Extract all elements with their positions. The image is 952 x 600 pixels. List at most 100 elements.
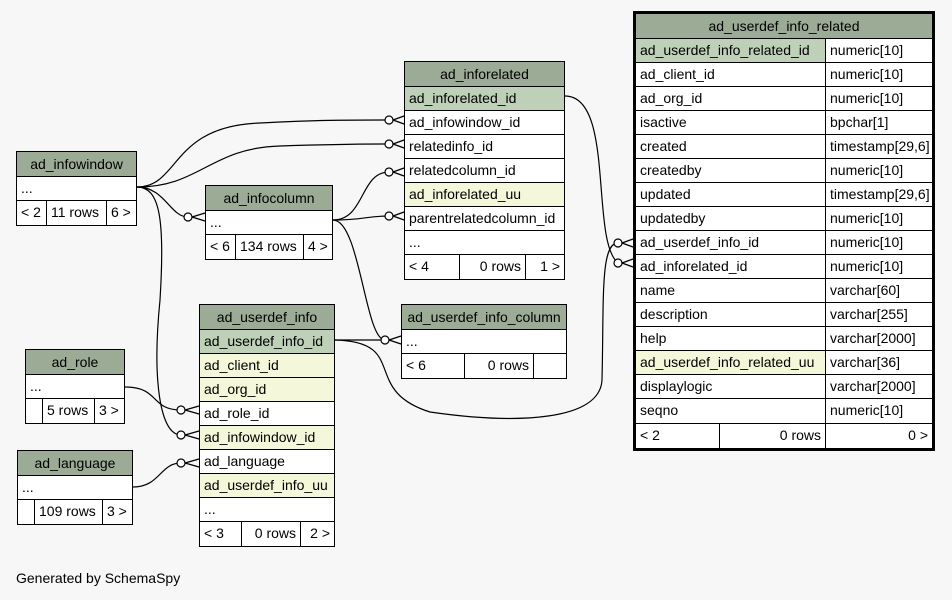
children-link[interactable]: 4 >: [303, 235, 332, 259]
parents-link[interactable]: [26, 399, 42, 423]
column-ad-org-id: ad_org_id: [204, 381, 267, 397]
parents-link[interactable]: < 2: [640, 427, 660, 443]
column-type: numeric[10]: [825, 87, 932, 110]
table-ad-userdef-info[interactable]: ad_userdef_info ad_userdef_info_id ad_cl…: [199, 304, 335, 547]
column-ad-infowindow-id: ad_infowindow_id: [409, 114, 521, 130]
column-relatedcolumn-id: relatedcolumn_id: [409, 162, 516, 178]
column-ad-role-id: ad_role_id: [204, 405, 270, 421]
column-ad-infowindow-id: ad_infowindow_id: [204, 429, 316, 445]
more-columns: ...: [210, 214, 222, 230]
parents-link[interactable]: [18, 500, 34, 524]
column-type: numeric[10]: [825, 63, 932, 86]
parents-link[interactable]: < 3: [204, 525, 224, 541]
table-title[interactable]: ad_infowindow: [17, 152, 136, 177]
zero-or-many-marker: [380, 335, 390, 345]
column-type: varchar[2000]: [825, 327, 932, 350]
table-ad-role[interactable]: ad_role ... 5 rows 3 >: [25, 349, 125, 424]
zero-or-many-marker: [384, 211, 394, 221]
zero-or-many-marker: [176, 405, 186, 415]
column-type: varchar[255]: [825, 303, 932, 326]
row-count: 0 rows: [241, 522, 300, 546]
column-name: isactive: [640, 114, 687, 130]
row-count: 0 rows: [459, 255, 525, 279]
column-type: bpchar[1]: [825, 111, 932, 134]
column-name: ad_userdef_info_id: [640, 234, 760, 250]
more-columns: ...: [409, 234, 421, 250]
column-parentrelatedcolumn-id: parentrelatedcolumn_id: [409, 210, 556, 226]
zero-or-many-marker: [613, 238, 623, 248]
edge-userdef-info-userdef-info-related: [334, 242, 619, 419]
children-link[interactable]: [533, 354, 566, 378]
column-name: name: [640, 282, 676, 298]
parents-link[interactable]: < 4: [409, 258, 429, 274]
edge-infowindow-inforelated: [136, 119, 390, 188]
row-count: 0 rows: [719, 424, 825, 448]
column-row: created timestamp[29,6]: [636, 135, 932, 159]
table-ad-language[interactable]: ad_language ... 109 rows 3 >: [17, 450, 133, 525]
zero-or-many-marker: [176, 430, 186, 440]
row-count: 109 rows: [34, 500, 102, 524]
parents-link[interactable]: < 6: [406, 357, 426, 373]
zero-or-many-marker: [613, 258, 623, 268]
column-ad-userdef-info-uu: ad_userdef_info_uu: [204, 477, 328, 493]
children-link[interactable]: 2 >: [300, 522, 334, 546]
column-type: numeric[10]: [825, 39, 932, 62]
table-title[interactable]: ad_userdef_info_column: [402, 305, 566, 330]
column-name: help: [640, 330, 667, 346]
column-ad-inforelated-id: ad_inforelated_id: [409, 90, 517, 106]
edge-infocolumn-parentrelated: [332, 215, 390, 221]
table-title[interactable]: ad_userdef_info: [200, 305, 334, 330]
column-row: updatedby numeric[10]: [636, 207, 932, 231]
table-ad-infocolumn[interactable]: ad_infocolumn ... < 6 134 rows 4 >: [205, 185, 333, 260]
row-count: 11 rows: [46, 201, 106, 225]
table-ad-userdef-info-column[interactable]: ad_userdef_info_column ... < 6 0 rows: [401, 304, 567, 379]
edge-infowindow-infocolumn: [136, 186, 189, 218]
column-name: ad_inforelated_id: [640, 258, 748, 274]
table-title[interactable]: ad_userdef_info_related: [636, 14, 932, 39]
edge-infocolumn-userdef-info-column: [332, 219, 386, 341]
table-ad-inforelated[interactable]: ad_inforelated ad_inforelated_id ad_info…: [404, 61, 565, 280]
children-link[interactable]: 3 >: [94, 399, 124, 423]
table-ad-userdef-info-related[interactable]: ad_userdef_info_related ad_userdef_info_…: [633, 11, 935, 451]
column-ad-client-id: ad_client_id: [204, 357, 279, 373]
parents-link[interactable]: < 2: [21, 204, 41, 220]
edge-inforelated-userdef-info-related: [564, 95, 619, 264]
column-row: ad_userdef_info_id numeric[10]: [636, 231, 932, 255]
zero-or-many-marker: [384, 167, 394, 177]
column-type: varchar[2000]: [825, 375, 932, 398]
column-type: varchar[60]: [825, 279, 932, 302]
table-title[interactable]: ad_infocolumn: [206, 186, 332, 211]
column-type: numeric[10]: [825, 255, 932, 278]
column-name: updatedby: [640, 210, 706, 226]
children-link[interactable]: 1 >: [525, 255, 564, 279]
children-link[interactable]: 0 >: [825, 424, 932, 448]
column-name: displaylogic: [640, 378, 713, 394]
table-ad-infowindow[interactable]: ad_infowindow ... < 2 11 rows 6 >: [16, 151, 137, 226]
column-name: seqno: [640, 402, 679, 418]
table-title[interactable]: ad_role: [26, 350, 124, 375]
column-type: timestamp[29,6]: [825, 135, 932, 158]
zero-or-many-marker: [183, 212, 193, 222]
table-title[interactable]: ad_inforelated: [405, 62, 564, 87]
column-type: numeric[10]: [825, 207, 932, 230]
parents-link[interactable]: < 6: [210, 238, 230, 254]
column-type: numeric[10]: [825, 231, 932, 254]
children-link[interactable]: 6 >: [106, 201, 136, 225]
column-type: numeric[10]: [825, 159, 932, 182]
edge-language-userdef-info: [132, 462, 182, 488]
table-title[interactable]: ad_language: [18, 451, 132, 476]
column-name: ad_client_id: [640, 66, 715, 82]
column-type: timestamp[29,6]: [825, 183, 932, 206]
column-name: created: [640, 138, 687, 154]
children-link[interactable]: 3 >: [102, 500, 132, 524]
edge-role-userdef-info: [124, 386, 182, 411]
more-columns: ...: [30, 378, 42, 394]
